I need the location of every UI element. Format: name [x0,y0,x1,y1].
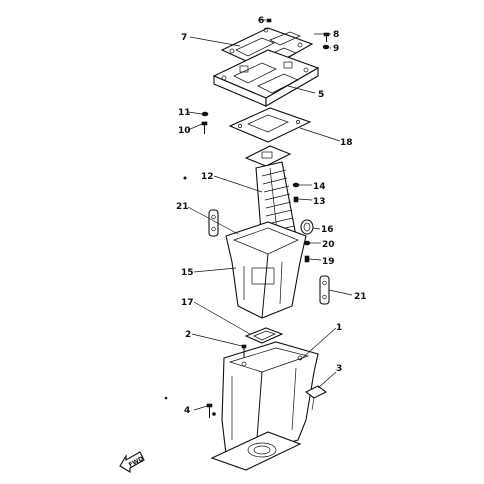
part-18-gasket [228,107,312,143]
part-19-bolt [304,255,310,263]
part-2-pin-head [241,344,247,349]
fwd-arrow: FWD [119,451,145,473]
part-9-washer [322,44,330,50]
callout-4: 4 [184,406,190,416]
callout-12: 12 [201,172,214,182]
part-20-washer [303,240,311,246]
callout-6: 6 [258,16,264,26]
part-3-clip [304,385,328,411]
callout-21-left: 21 [176,202,189,212]
part-13-bolt [293,196,299,203]
callout-5: 5 [318,90,324,100]
part-14-washer [292,182,300,188]
part-17-seal-ring [244,327,284,344]
callout-1: 1 [336,323,342,333]
callout-8: 8 [333,30,339,40]
callout-21-right: 21 [354,292,367,302]
callout-2: 2 [185,330,191,340]
callout-10: 10 [178,126,191,136]
part-21-mount-left [208,209,219,237]
part-11-washer [201,111,209,117]
callout-labels: 1 2 3 4 5 6 7 8 9 10 11 12 13 14 15 16 1… [176,16,367,416]
part-16-grommet [300,219,314,235]
callout-11: 11 [178,108,191,118]
part-15-upper-casing-body [225,221,307,319]
callout-20: 20 [322,240,335,250]
callout-16: 16 [321,225,334,235]
part-21-mount-right [319,275,330,305]
callout-18: 18 [340,138,353,148]
part-10-bolt-head [201,121,208,126]
part-5-upper-casing [212,49,320,107]
callout-9: 9 [333,44,339,54]
part-8-bolt-head [323,32,330,37]
callout-13: 13 [313,197,326,207]
part-1-lower-casing [210,341,319,471]
part-4-bolt-head [206,403,213,408]
callout-17: 17 [181,298,194,308]
callout-15: 15 [181,268,194,278]
callout-19: 19 [322,257,335,267]
callout-3: 3 [336,364,342,374]
leader-lines [187,19,353,411]
part-6-screw [266,18,272,23]
callout-14: 14 [313,182,326,192]
callout-7: 7 [181,33,187,43]
